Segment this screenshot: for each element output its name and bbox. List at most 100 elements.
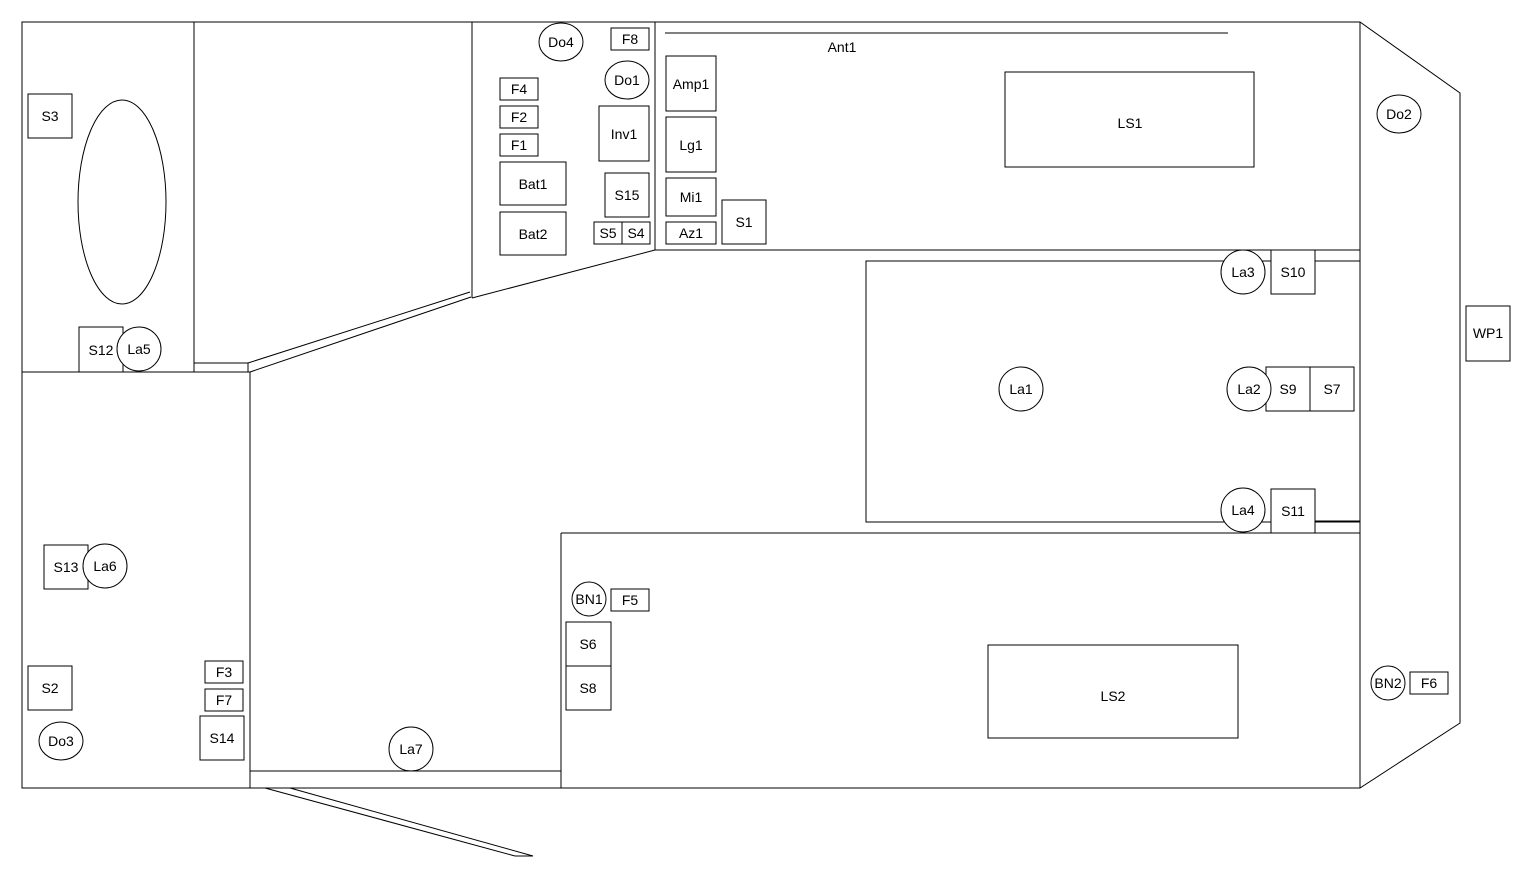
component-Mi1: Mi1 <box>665 177 717 217</box>
svg-text:S4: S4 <box>627 225 644 241</box>
svg-text:La2: La2 <box>1237 381 1261 397</box>
component-S2: S2 <box>27 665 73 711</box>
svg-text:F8: F8 <box>622 31 639 47</box>
antenna-label: Ant1 <box>828 39 857 55</box>
wall-diagonal-rail-b <box>249 296 472 373</box>
wall-electrical-diagonal <box>471 249 656 299</box>
svg-text:La7: La7 <box>399 741 423 757</box>
svg-text:S1: S1 <box>735 214 752 230</box>
component-Az1: Az1 <box>665 221 717 245</box>
svg-text:WP1: WP1 <box>1473 325 1504 341</box>
svg-text:BN1: BN1 <box>575 591 602 607</box>
component-S1: S1 <box>721 199 767 245</box>
svg-text:Do4: Do4 <box>548 34 574 50</box>
component-Bat2: Bat2 <box>499 211 567 256</box>
component-F2: F2 <box>499 105 539 129</box>
svg-text:S13: S13 <box>54 559 79 575</box>
svg-text:Do2: Do2 <box>1386 106 1412 122</box>
ramp-line-b <box>289 787 534 857</box>
svg-text:S6: S6 <box>579 636 596 652</box>
component-WP1: WP1 <box>1465 305 1511 362</box>
svg-text:Do3: Do3 <box>48 733 74 749</box>
svg-text:F5: F5 <box>622 592 639 608</box>
oval-tank-shape <box>77 99 167 305</box>
svg-text:La1: La1 <box>1009 381 1033 397</box>
component-S15: S15 <box>604 172 650 218</box>
component-Do4: Do4 <box>538 22 584 62</box>
component-La3: La3 <box>1220 249 1266 295</box>
component-S3: S3 <box>27 93 73 139</box>
component-S12: S12 <box>78 326 124 373</box>
svg-text:F2: F2 <box>511 109 528 125</box>
component-BN2: BN2 <box>1370 665 1406 701</box>
component-F6: F6 <box>1409 671 1449 695</box>
component-La4: La4 <box>1220 487 1266 533</box>
component-S14: S14 <box>199 715 245 761</box>
component-S9: S9 <box>1265 366 1311 412</box>
svg-text:S11: S11 <box>1281 503 1305 519</box>
component-Do2: Do2 <box>1376 94 1422 134</box>
svg-text:Do1: Do1 <box>614 72 640 88</box>
component-Inv1: Inv1 <box>598 105 650 162</box>
ramp-line-a <box>264 787 516 857</box>
svg-text:Az1: Az1 <box>679 225 703 241</box>
svg-text:S15: S15 <box>615 187 640 203</box>
component-F4: F4 <box>499 77 539 101</box>
svg-text:S12: S12 <box>89 342 114 358</box>
component-F1: F1 <box>499 133 539 157</box>
component-S4: S4 <box>621 221 651 245</box>
component-F3: F3 <box>204 660 244 684</box>
component-F8: F8 <box>610 27 650 51</box>
component-La1: La1 <box>998 366 1044 412</box>
component-LS2: LS2 <box>987 644 1239 739</box>
svg-text:S3: S3 <box>41 108 58 124</box>
svg-text:BN2: BN2 <box>1374 675 1401 691</box>
central-cabin-outline <box>865 260 1361 523</box>
component-S6: S6 <box>565 621 612 667</box>
component-S10: S10 <box>1270 249 1316 295</box>
svg-text:F3: F3 <box>216 664 233 680</box>
component-LS1: LS1 <box>1004 71 1255 168</box>
component-S8: S8 <box>565 665 612 711</box>
component-La2: La2 <box>1226 366 1272 412</box>
component-Amp1: Amp1 <box>665 55 717 112</box>
component-La6: La6 <box>82 543 128 589</box>
svg-text:Inv1: Inv1 <box>611 126 638 142</box>
svg-text:La5: La5 <box>127 341 151 357</box>
svg-text:Amp1: Amp1 <box>673 76 710 92</box>
component-Bat1: Bat1 <box>499 161 567 206</box>
svg-text:La4: La4 <box>1231 502 1255 518</box>
svg-text:F7: F7 <box>216 692 233 708</box>
component-S13: S13 <box>43 544 89 590</box>
component-Lg1: Lg1 <box>665 116 717 173</box>
svg-text:S2: S2 <box>41 680 58 696</box>
component-Do1: Do1 <box>604 60 650 100</box>
svg-text:S8: S8 <box>579 680 596 696</box>
component-S5: S5 <box>593 221 623 245</box>
component-BN1: BN1 <box>571 581 607 617</box>
svg-text:S9: S9 <box>1279 381 1296 397</box>
component-Do3: Do3 <box>38 721 84 761</box>
wall-diagonal-rail-a <box>247 291 471 364</box>
component-F7: F7 <box>204 688 244 712</box>
svg-text:Lg1: Lg1 <box>679 137 703 153</box>
svg-text:Bat2: Bat2 <box>519 226 548 242</box>
svg-text:F6: F6 <box>1421 675 1438 691</box>
svg-text:S14: S14 <box>210 730 235 746</box>
svg-text:La3: La3 <box>1231 264 1255 280</box>
component-La5: La5 <box>116 326 162 372</box>
svg-text:S5: S5 <box>599 225 616 241</box>
svg-text:La6: La6 <box>93 558 117 574</box>
svg-text:Mi1: Mi1 <box>680 189 703 205</box>
svg-text:LS2: LS2 <box>1101 688 1126 704</box>
component-La7: La7 <box>388 726 434 772</box>
svg-text:S10: S10 <box>1281 264 1306 280</box>
svg-text:F4: F4 <box>511 81 528 97</box>
svg-text:F1: F1 <box>511 137 528 153</box>
component-S11: S11 <box>1270 488 1316 534</box>
svg-text:Bat1: Bat1 <box>519 176 548 192</box>
svg-text:LS1: LS1 <box>1118 115 1143 131</box>
svg-text:S7: S7 <box>1323 381 1340 397</box>
component-F5: F5 <box>610 588 650 612</box>
